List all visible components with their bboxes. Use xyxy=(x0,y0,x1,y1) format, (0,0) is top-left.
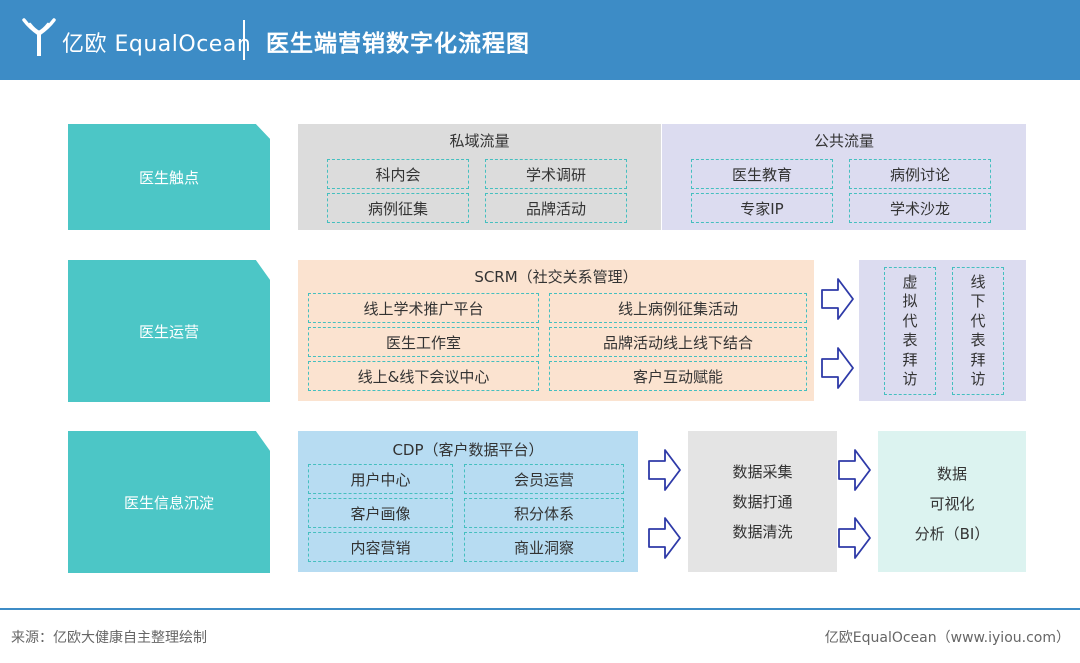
visualization-line: 分析（BI） xyxy=(914,525,990,543)
scrm-item: 线上&线下会议中心 xyxy=(308,361,539,391)
cdp-item: 客户画像 xyxy=(308,498,453,528)
footer-divider xyxy=(0,608,1080,610)
right-arrow-icon xyxy=(838,449,871,491)
public-traffic-title: 公共流量 xyxy=(813,132,874,150)
offline-rep-visit: 线下代表拜访 xyxy=(952,267,1004,395)
row-label-touchpoint: 医生触点 xyxy=(68,124,270,230)
right-arrow-icon xyxy=(821,278,854,320)
scrm-item: 医生工作室 xyxy=(308,327,539,357)
scrm-item: 客户互动赋能 xyxy=(549,361,807,391)
right-arrow-icon xyxy=(838,517,871,559)
cdp-item: 积分体系 xyxy=(464,498,624,528)
private-item: 病例征集 xyxy=(327,193,469,223)
private-item: 学术调研 xyxy=(485,159,627,189)
brand-footer: 亿欧EqualOcean（www.iyiou.com） xyxy=(824,630,1070,646)
visualization-panel: 数据 可视化 分析（BI） xyxy=(878,431,1026,572)
scrm-item: 线上病例征集活动 xyxy=(549,293,807,323)
private-traffic-panel: 私域流量 科内会 学术调研 病例征集 品牌活动 xyxy=(298,124,661,230)
right-arrow-icon xyxy=(821,347,854,389)
header-bar: 亿欧 EqualOcean 医生端营销数字化流程图 xyxy=(0,0,1080,80)
logo-icon xyxy=(22,18,56,56)
data-processing-panel: 数据采集 数据打通 数据清洗 xyxy=(688,431,837,572)
source-note: 来源：亿欧大健康自主整理绘制 xyxy=(11,630,207,646)
virtual-rep-visit: 虚拟代表拜访 xyxy=(884,267,936,395)
visualization-line: 数据 xyxy=(936,465,967,483)
cdp-item: 用户中心 xyxy=(308,464,453,494)
scrm-title: SCRM（社交关系管理） xyxy=(474,268,638,286)
public-item: 学术沙龙 xyxy=(849,193,991,223)
logo-text: 亿欧 EqualOcean xyxy=(62,32,252,57)
cdp-item: 商业洞察 xyxy=(464,532,624,562)
private-item: 品牌活动 xyxy=(485,193,627,223)
public-item: 医生教育 xyxy=(691,159,833,189)
right-arrow-icon xyxy=(648,449,681,491)
scrm-item: 线上学术推广平台 xyxy=(308,293,539,323)
row-label-info: 医生信息沉淀 xyxy=(68,431,270,573)
processing-line: 数据清洗 xyxy=(732,523,793,541)
page-title: 医生端营销数字化流程图 xyxy=(266,31,530,57)
processing-line: 数据打通 xyxy=(732,493,793,511)
visualization-line: 可视化 xyxy=(929,495,975,513)
row-label-operation: 医生运营 xyxy=(68,260,270,402)
cdp-item: 会员运营 xyxy=(464,464,624,494)
public-traffic-panel: 公共流量 医生教育 病例讨论 专家IP 学术沙龙 xyxy=(662,124,1026,230)
right-arrow-icon xyxy=(648,517,681,559)
cdp-title: CDP（客户数据平台） xyxy=(392,441,544,459)
public-item: 病例讨论 xyxy=(849,159,991,189)
header-divider xyxy=(243,20,245,60)
scrm-item: 品牌活动线上线下结合 xyxy=(549,327,807,357)
scrm-panel: SCRM（社交关系管理） 线上学术推广平台 线上病例征集活动 医生工作室 品牌活… xyxy=(298,260,814,401)
private-item: 科内会 xyxy=(327,159,469,189)
reps-panel: 虚拟代表拜访 线下代表拜访 xyxy=(859,260,1026,401)
private-traffic-title: 私域流量 xyxy=(449,132,510,150)
public-item: 专家IP xyxy=(691,193,833,223)
cdp-panel: CDP（客户数据平台） 用户中心 会员运营 客户画像 积分体系 内容营销 商业洞… xyxy=(298,431,638,572)
cdp-item: 内容营销 xyxy=(308,532,453,562)
processing-line: 数据采集 xyxy=(732,463,793,481)
